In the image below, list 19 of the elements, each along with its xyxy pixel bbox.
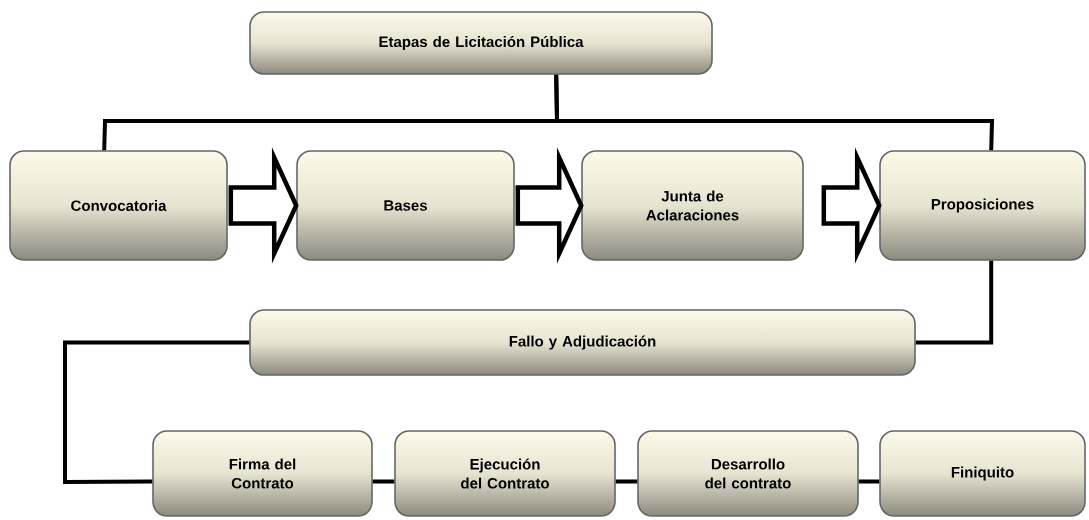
block-arrow (228, 147, 299, 264)
stage-box: Desarrollo del contrato (637, 430, 859, 517)
stage-box: Finiquito (879, 430, 1086, 517)
connector-line (915, 260, 994, 345)
stage-box: Bases (296, 150, 515, 261)
block-arrow (821, 147, 882, 264)
stage-box: Convocatoria (9, 150, 228, 261)
block-arrow (515, 147, 584, 264)
stage-box: Ejecución del Contrato (394, 430, 616, 517)
stage-box: Proposiciones (879, 150, 1086, 261)
stage-box: Junta de Aclaraciones (581, 150, 804, 261)
connector-line (554, 74, 995, 151)
connector-line (372, 479, 395, 484)
stage-box: Etapas de Licitación Pública (249, 11, 713, 75)
connector-line (63, 340, 250, 484)
connector-line (858, 479, 880, 484)
connector-line (615, 479, 638, 484)
stage-box: Firma del Contrato (152, 430, 373, 517)
stage-box: Fallo y Adjudicación (249, 309, 916, 376)
